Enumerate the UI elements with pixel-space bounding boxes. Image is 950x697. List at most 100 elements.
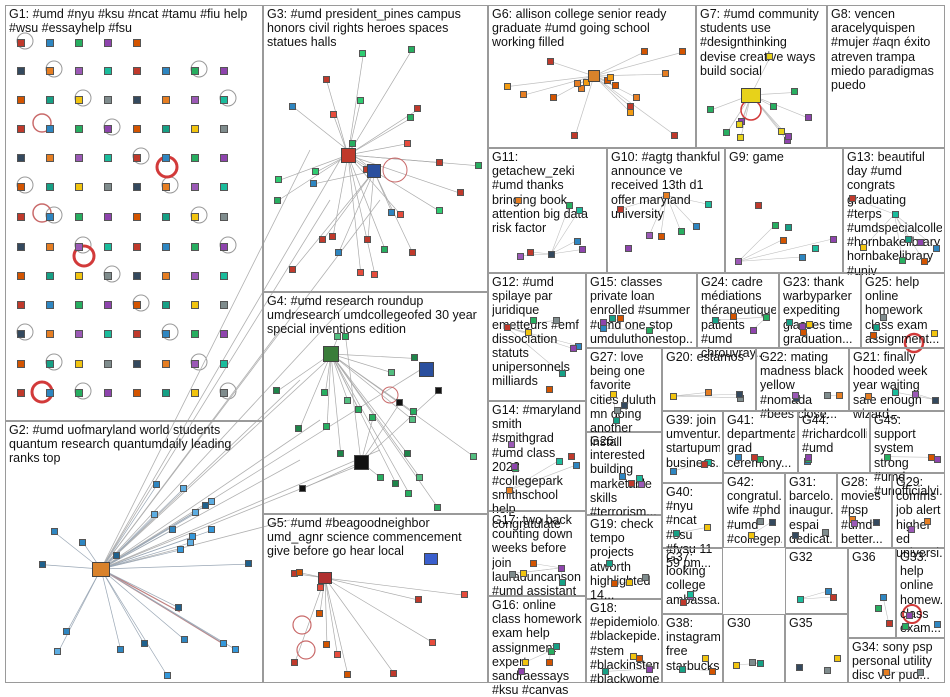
graph-node[interactable] [553,317,560,324]
graph-node[interactable] [151,511,158,518]
graph-node[interactable] [104,125,112,133]
graph-node[interactable] [275,176,282,183]
graph-node[interactable] [568,453,575,460]
graph-node[interactable] [899,257,906,264]
graph-node[interactable] [905,236,912,243]
graph-node[interactable] [520,570,527,577]
graph-node[interactable] [748,532,755,539]
graph-node[interactable] [141,640,148,647]
graph-node[interactable] [931,330,938,337]
graph-node[interactable] [323,423,330,430]
graph-node[interactable] [917,239,924,246]
graph-node[interactable] [46,272,54,280]
graph-node[interactable] [680,599,687,606]
graph-node[interactable] [46,360,54,368]
graph-node[interactable] [671,132,678,139]
graph-node[interactable] [289,103,296,110]
graph-node[interactable] [388,369,395,376]
graph-node[interactable] [312,168,319,175]
graph-node[interactable] [381,246,388,253]
graph-node[interactable] [636,475,643,482]
graph-node[interactable] [104,360,112,368]
graph-node[interactable] [17,330,25,338]
graph-node[interactable] [504,83,511,90]
graph-node[interactable] [633,94,640,101]
graph-node[interactable] [627,103,634,110]
graph-node[interactable] [133,360,141,368]
graph-node[interactable] [506,487,513,494]
graph-node[interactable] [707,106,714,113]
graph-node[interactable] [429,639,436,646]
graph-node[interactable] [63,628,70,635]
umd-hub-g5[interactable] [318,572,332,584]
graph-node[interactable] [392,480,399,487]
graph-node[interactable] [46,154,54,162]
umd-hub-g3b[interactable] [367,164,381,178]
graph-node[interactable] [46,330,54,338]
graph-node[interactable] [750,327,757,334]
graph-node[interactable] [709,668,716,675]
graph-node[interactable] [626,579,633,586]
graph-node[interactable] [359,50,366,57]
graph-node[interactable] [245,560,252,567]
graph-node[interactable] [757,660,764,667]
graph-node[interactable] [162,272,170,280]
graph-node[interactable] [547,58,554,65]
graph-node[interactable] [757,518,764,525]
graph-node[interactable] [162,125,170,133]
graph-node[interactable] [612,82,619,89]
graph-node[interactable] [75,183,83,191]
graph-node[interactable] [705,201,712,208]
graph-node[interactable] [181,636,188,643]
graph-node[interactable] [662,70,669,77]
graph-node[interactable] [133,39,141,47]
graph-node[interactable] [220,96,228,104]
graph-node[interactable] [628,480,635,487]
graph-node[interactable] [609,315,616,322]
graph-node[interactable] [75,213,83,221]
graph-node[interactable] [571,132,578,139]
graph-node[interactable] [822,529,829,536]
graph-node[interactable] [934,621,941,628]
graph-node[interactable] [520,91,527,98]
graph-node[interactable] [610,391,617,398]
graph-node[interactable] [113,552,120,559]
graph-node[interactable] [17,183,25,191]
graph-node[interactable] [191,125,199,133]
graph-node[interactable] [220,301,228,309]
graph-node[interactable] [17,360,25,368]
graph-node[interactable] [670,393,677,400]
graph-node[interactable] [191,213,199,221]
graph-node[interactable] [574,238,581,245]
graph-node[interactable] [162,243,170,251]
graph-node[interactable] [638,481,645,488]
graph-node[interactable] [617,315,624,322]
graph-node[interactable] [416,474,423,481]
graph-node[interactable] [133,243,141,251]
graph-node[interactable] [436,159,443,166]
graph-node[interactable] [162,96,170,104]
graph-node[interactable] [641,48,648,55]
graph-node[interactable] [180,485,187,492]
graph-node[interactable] [770,103,777,110]
graph-node[interactable] [323,641,330,648]
graph-node[interactable] [153,481,160,488]
graph-node[interactable] [849,195,856,202]
graph-node[interactable] [860,244,867,251]
graph-node[interactable] [766,53,773,60]
graph-node[interactable] [679,48,686,55]
graph-node[interactable] [573,462,580,469]
graph-node[interactable] [310,180,317,187]
graph-node[interactable] [191,183,199,191]
graph-node[interactable] [409,416,416,423]
graph-node[interactable] [46,389,54,397]
graph-node[interactable] [504,324,511,331]
umd-hub-g3[interactable] [341,148,356,163]
graph-node[interactable] [191,301,199,309]
graph-node[interactable] [791,88,798,95]
graph-node[interactable] [525,329,532,336]
graph-node[interactable] [414,105,421,112]
graph-node[interactable] [334,651,341,658]
graph-node[interactable] [162,67,170,75]
graph-node[interactable] [906,612,913,619]
